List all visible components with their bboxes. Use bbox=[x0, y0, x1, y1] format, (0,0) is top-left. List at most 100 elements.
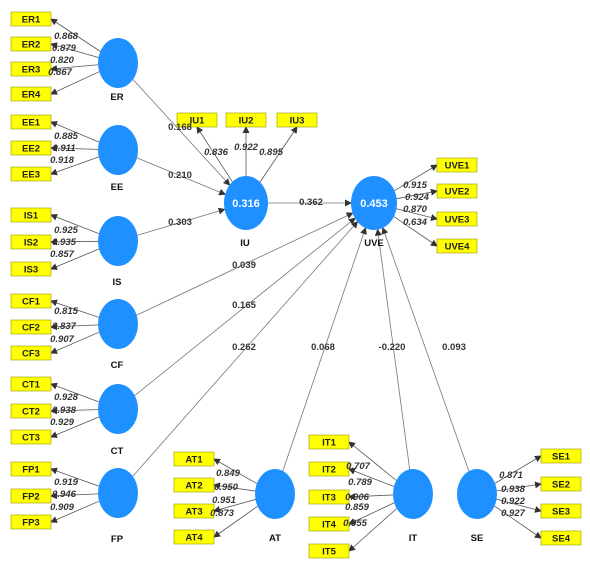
indicator-box bbox=[10, 36, 52, 52]
indicator-box bbox=[173, 503, 215, 519]
path-coefficient: -0.220 bbox=[379, 342, 406, 353]
indicator-label: IT2 bbox=[322, 465, 336, 476]
indicator-label: UVE4 bbox=[445, 242, 471, 253]
construct-label: CT bbox=[111, 446, 124, 457]
loading-arrow bbox=[213, 458, 258, 484]
indicator-box bbox=[436, 183, 478, 199]
indicator-label: SE1 bbox=[552, 452, 571, 463]
path-coefficient: 0.165 bbox=[232, 300, 256, 311]
loading-arrow bbox=[50, 492, 99, 500]
path-se-uve bbox=[381, 226, 470, 472]
loading-arrow bbox=[50, 144, 99, 152]
construct-ee bbox=[98, 125, 138, 175]
indicator-er4: ER4 bbox=[10, 86, 52, 102]
loading-value: 0.789 bbox=[348, 477, 372, 488]
indicator-box bbox=[10, 11, 52, 27]
indicator-box bbox=[173, 477, 215, 493]
loading-value: 0.857 bbox=[50, 249, 74, 260]
indicator-box bbox=[10, 61, 52, 77]
indicator-cf1: CF1 bbox=[10, 293, 52, 309]
loading-value: 0.950 bbox=[214, 482, 238, 493]
indicator-er3: ER3 bbox=[10, 61, 52, 77]
indicator-label: CF1 bbox=[22, 297, 41, 308]
indicator-label: CT2 bbox=[22, 407, 40, 418]
indicator-ee1: EE1 bbox=[10, 114, 52, 130]
indicator-box bbox=[540, 476, 582, 492]
indicator-label: EE3 bbox=[22, 170, 40, 181]
loading-value: 0.927 bbox=[501, 508, 525, 519]
loading-arrow bbox=[50, 248, 100, 270]
loading-arrow bbox=[496, 481, 542, 492]
loading-arrow bbox=[393, 216, 438, 247]
indicator-box bbox=[225, 112, 267, 128]
indicator-label: SE3 bbox=[552, 507, 570, 518]
loading-value: 0.955 bbox=[343, 518, 367, 529]
construct-fp bbox=[98, 468, 138, 518]
indicator-label: FP3 bbox=[22, 518, 39, 529]
loading-value: 0.871 bbox=[499, 470, 523, 481]
indicator-se2: SE2 bbox=[540, 476, 582, 492]
indicator-label: IT5 bbox=[322, 547, 336, 558]
indicator-label: EE2 bbox=[22, 144, 40, 155]
indicator-it2: IT2 bbox=[308, 461, 350, 477]
indicator-label: SE2 bbox=[552, 480, 570, 491]
loading-value: 0.837 bbox=[52, 321, 76, 332]
indicator-fp2: FP2 bbox=[10, 488, 52, 504]
loading-arrow bbox=[50, 323, 99, 331]
loading-arrow bbox=[50, 42, 99, 58]
construct-iu bbox=[224, 176, 268, 230]
construct-label: IS bbox=[113, 277, 122, 288]
measurement-paths bbox=[50, 18, 542, 552]
loading-value: 0.951 bbox=[212, 495, 236, 506]
indicator-label: ER3 bbox=[22, 65, 40, 76]
construct-label: ER bbox=[110, 92, 123, 103]
construct-it bbox=[393, 469, 433, 519]
indicator-cf2: CF2 bbox=[10, 319, 52, 335]
indicator-at2: AT2 bbox=[173, 477, 215, 493]
indicator-label: AT2 bbox=[185, 481, 202, 492]
indicator-label: ER1 bbox=[22, 15, 41, 26]
loading-value: 0.895 bbox=[259, 147, 283, 158]
indicator-it3: IT3 bbox=[308, 489, 350, 505]
path-ct-uve bbox=[134, 217, 356, 396]
indicator-box bbox=[10, 514, 52, 530]
indicator-at1: AT1 bbox=[173, 451, 215, 467]
indicator-label: IU2 bbox=[239, 116, 254, 127]
loading-arrow bbox=[50, 213, 100, 234]
loading-value: 0.879 bbox=[52, 43, 76, 54]
construct-label: FP bbox=[111, 534, 124, 545]
indicator-box bbox=[10, 234, 52, 250]
indicator-label: FP1 bbox=[22, 465, 40, 476]
construct-is bbox=[98, 216, 138, 266]
loading-arrow bbox=[394, 164, 438, 192]
indicator-label: IS2 bbox=[24, 238, 38, 249]
loading-value: 0.906 bbox=[345, 492, 369, 503]
indicator-label: UVE1 bbox=[445, 161, 471, 172]
path-coefficient: 0.168 bbox=[168, 122, 192, 133]
indicator-ee3: EE3 bbox=[10, 166, 52, 182]
indicator-box bbox=[436, 157, 478, 173]
loading-value: 0.634 bbox=[403, 217, 427, 228]
loading-value: 0.915 bbox=[403, 180, 427, 191]
loading-arrow bbox=[348, 467, 395, 487]
indicator-fp3: FP3 bbox=[10, 514, 52, 530]
indicator-box bbox=[540, 530, 582, 546]
indicator-uve4: UVE4 bbox=[436, 238, 478, 254]
indicator-label: IS1 bbox=[24, 211, 39, 222]
structural-paths bbox=[132, 79, 470, 477]
indicator-box bbox=[10, 319, 52, 335]
loading-value: 0.859 bbox=[345, 502, 369, 513]
path-fp-uve bbox=[132, 220, 359, 477]
indicator-iu2: IU2 bbox=[225, 112, 267, 128]
indicator-label: AT3 bbox=[185, 507, 202, 518]
loading-value: 0.867 bbox=[48, 67, 72, 78]
loading-value: 0.849 bbox=[216, 468, 240, 479]
loading-arrow bbox=[213, 482, 256, 492]
loading-value: 0.938 bbox=[52, 405, 76, 416]
indicator-label: IU1 bbox=[190, 116, 206, 127]
path-coefficient: 0.039 bbox=[232, 260, 256, 271]
r-squared-value: 0.316 bbox=[232, 198, 260, 210]
loading-value: 0.885 bbox=[54, 131, 78, 142]
